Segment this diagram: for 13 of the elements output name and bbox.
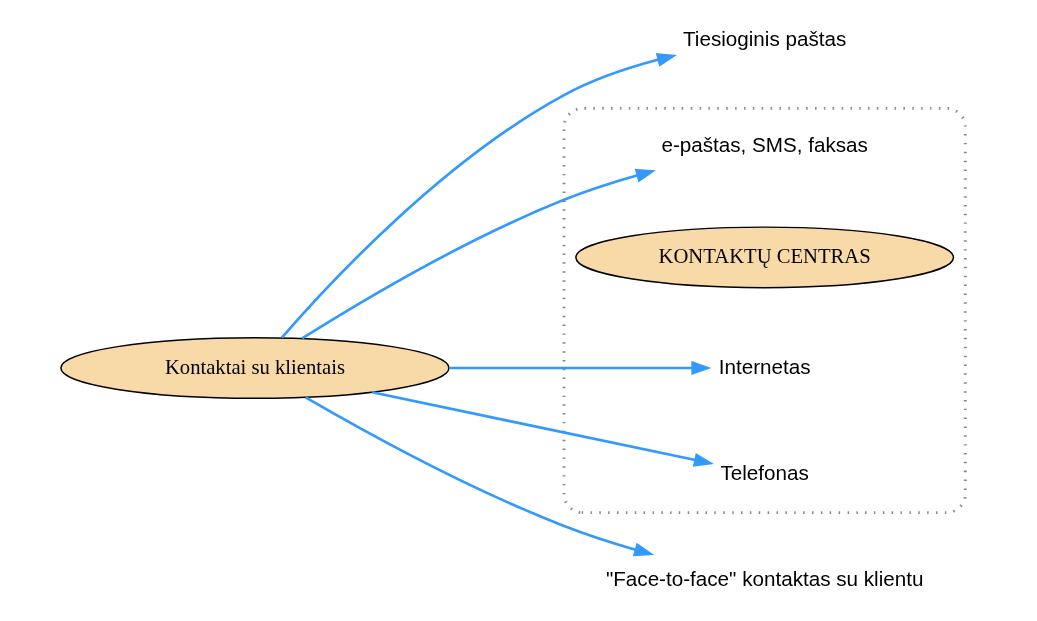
arrow: [371, 390, 714, 467]
arrow: [304, 396, 654, 557]
cluster: [562, 106, 967, 515]
node-ellipse: KONTAKTŲ CENTRAS: [574, 226, 954, 289]
arrow: [280, 53, 677, 339]
node-ellipse: Kontaktai su klientais: [59, 337, 450, 400]
node-text: "Face-to-face" kontaktas su klientu: [605, 566, 923, 590]
arrow: [300, 168, 656, 340]
node-text: Telefonas: [719, 460, 809, 484]
arrow: [448, 361, 711, 376]
node-text: Tiesioginis paštas: [682, 26, 846, 50]
node-text: e-paštas, SMS, faksas: [660, 133, 868, 157]
node-text: Internetas: [718, 354, 811, 378]
